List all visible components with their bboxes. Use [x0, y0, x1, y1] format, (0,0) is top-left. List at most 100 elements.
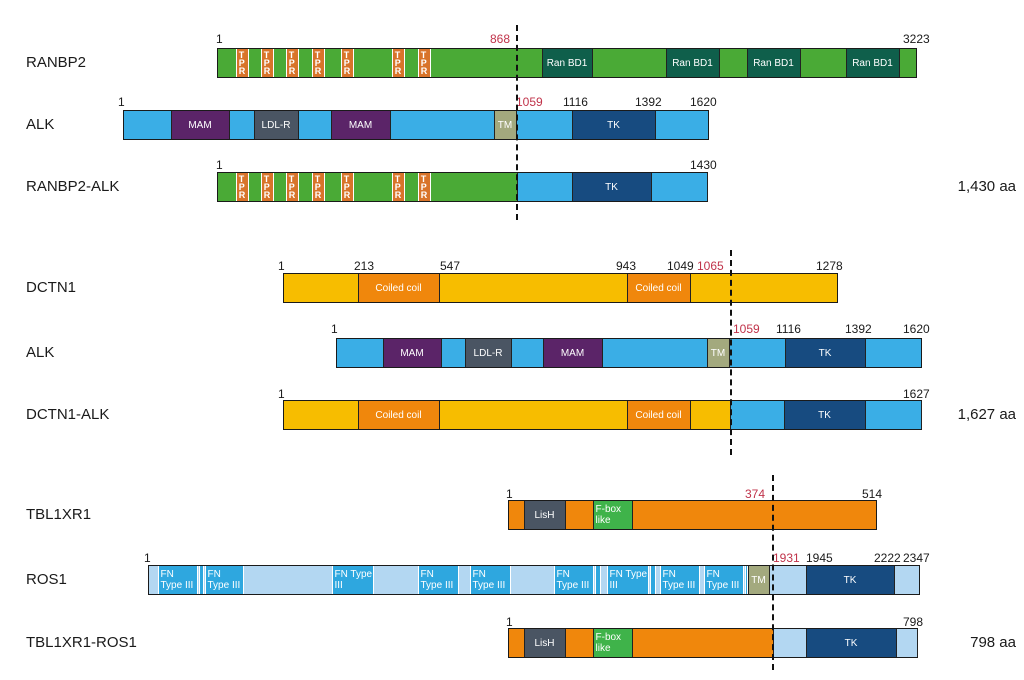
- segment-domain: [649, 566, 656, 594]
- residue-position: 547: [440, 259, 461, 273]
- lish-domain: LisH: [523, 501, 566, 529]
- tpr-domain: T P R: [235, 173, 249, 201]
- coiled-coil-domain: Coiled coil: [357, 274, 440, 302]
- breakpoint-position: 374: [745, 487, 766, 501]
- residue-position: 3223: [903, 32, 930, 46]
- mam-domain: MAM: [170, 111, 230, 139]
- fn-type-iii-domain: FN Type III: [157, 566, 198, 594]
- residue-position: 1: [506, 487, 513, 501]
- tk-domain: TK: [783, 401, 866, 429]
- protein-label: RANBP2: [26, 54, 87, 71]
- protein-bar: T P R T P R T P R T P R T P R T P R T P R Ran B…: [217, 48, 917, 78]
- protein-bar: Coiled coil Coiled coil: [283, 273, 838, 303]
- tpr-domain: T P R: [285, 49, 299, 77]
- residue-position: 1945: [806, 551, 833, 565]
- residue-position: 1: [331, 322, 338, 336]
- mam-domain: MAM: [330, 111, 391, 139]
- fn-type-iii-domain: FN Type III: [659, 566, 700, 594]
- breakpoint-position: 868: [490, 32, 511, 46]
- tpr-domain: T P R: [391, 173, 405, 201]
- tm-domain: TM: [706, 339, 730, 367]
- breakpoint-line: [772, 475, 774, 670]
- residue-position: 1: [278, 259, 285, 273]
- tpr-domain: T P R: [260, 49, 274, 77]
- protein-label: RANBP2-ALK: [26, 178, 120, 195]
- tm-domain: TM: [493, 111, 517, 139]
- fn-type-iii-domain: FN Type III: [204, 566, 244, 594]
- tpr-domain: T P R: [311, 49, 325, 77]
- tk-domain: TK: [784, 339, 866, 367]
- residue-position: 2222: [874, 551, 901, 565]
- tk-domain: TK: [571, 173, 652, 201]
- residue-position: 1392: [845, 322, 872, 336]
- ran-bd1-domain: Ran BD1: [746, 49, 801, 77]
- breakpoint-position: 1059: [733, 322, 760, 336]
- protein-bar: MAM LDL-R MAM TM TK: [336, 338, 922, 368]
- tpr-domain: T P R: [417, 173, 431, 201]
- residue-position: 1: [506, 615, 513, 629]
- residue-position: 1392: [635, 95, 662, 109]
- tpr-domain: T P R: [417, 49, 431, 77]
- fusion-length-label: 1,430 aa: [957, 178, 1016, 195]
- residue-position: 1: [118, 95, 125, 109]
- f-box-like-domain: F-box like: [592, 501, 633, 529]
- fusion-length-label: 1,627 aa: [957, 406, 1016, 423]
- breakpoint-line: [730, 250, 732, 455]
- tm-domain: TM: [747, 566, 770, 594]
- protein-label: TBL1XR1-ROS1: [26, 634, 137, 651]
- segment-domain: [198, 566, 204, 594]
- coiled-coil-domain: Coiled coil: [626, 274, 691, 302]
- tk-domain: TK: [805, 629, 897, 657]
- fn-type-iii-domain: FN Type III: [469, 566, 511, 594]
- protein-label: ALK: [26, 344, 55, 361]
- residue-position: 1620: [903, 322, 930, 336]
- breakpoint-line: [516, 25, 518, 220]
- tpr-domain: T P R: [340, 173, 354, 201]
- protein-label: ALK: [26, 116, 55, 133]
- residue-position: 1627: [903, 387, 930, 401]
- fn-type-iii-domain: FN Type III: [553, 566, 594, 594]
- residue-position: 1: [278, 387, 285, 401]
- residue-position: 2347: [903, 551, 930, 565]
- coiled-coil-domain: Coiled coil: [357, 401, 440, 429]
- coiled-coil-domain: Coiled coil: [626, 401, 691, 429]
- ran-bd1-domain: Ran BD1: [541, 49, 593, 77]
- lish-domain: LisH: [523, 629, 566, 657]
- tpr-domain: T P R: [391, 49, 405, 77]
- fn-type-iii-domain: FN Type III: [417, 566, 459, 594]
- protein-bar: Coiled coil Coiled coil TK: [283, 400, 922, 430]
- breakpoint-position: 1931: [773, 551, 800, 565]
- ldl-r-domain: LDL-R: [464, 339, 512, 367]
- residue-position: 1: [144, 551, 151, 565]
- segment-domain: [744, 566, 748, 594]
- ldl-r-domain: LDL-R: [253, 111, 299, 139]
- residue-position: 1: [216, 158, 223, 172]
- ran-bd1-domain: Ran BD1: [845, 49, 900, 77]
- mam-domain: MAM: [542, 339, 603, 367]
- residue-position: 213: [354, 259, 375, 273]
- protein-label: ROS1: [26, 571, 67, 588]
- residue-position: 798: [903, 615, 924, 629]
- fn-type-iii-domain: FN Type III: [331, 566, 374, 594]
- fn-type-iii-domain: FN Type III: [606, 566, 649, 594]
- protein-label: TBL1XR1: [26, 506, 92, 523]
- tpr-domain: T P R: [311, 173, 325, 201]
- segment-domain: [594, 566, 601, 594]
- tk-domain: TK: [805, 566, 895, 594]
- protein-bar: LisH F-box like TK: [508, 628, 918, 658]
- protein-bar: LisH F-box like: [508, 500, 877, 530]
- protein-label: DCTN1-ALK: [26, 406, 110, 423]
- residue-position: 1116: [563, 95, 588, 109]
- residue-position: 1116: [776, 322, 801, 336]
- tpr-domain: T P R: [235, 49, 249, 77]
- tpr-domain: T P R: [285, 173, 299, 201]
- f-box-like-domain: F-box like: [592, 629, 633, 657]
- mam-domain: MAM: [382, 339, 442, 367]
- residue-position: 943: [616, 259, 637, 273]
- tpr-domain: T P R: [340, 49, 354, 77]
- residue-position: 1620: [690, 95, 717, 109]
